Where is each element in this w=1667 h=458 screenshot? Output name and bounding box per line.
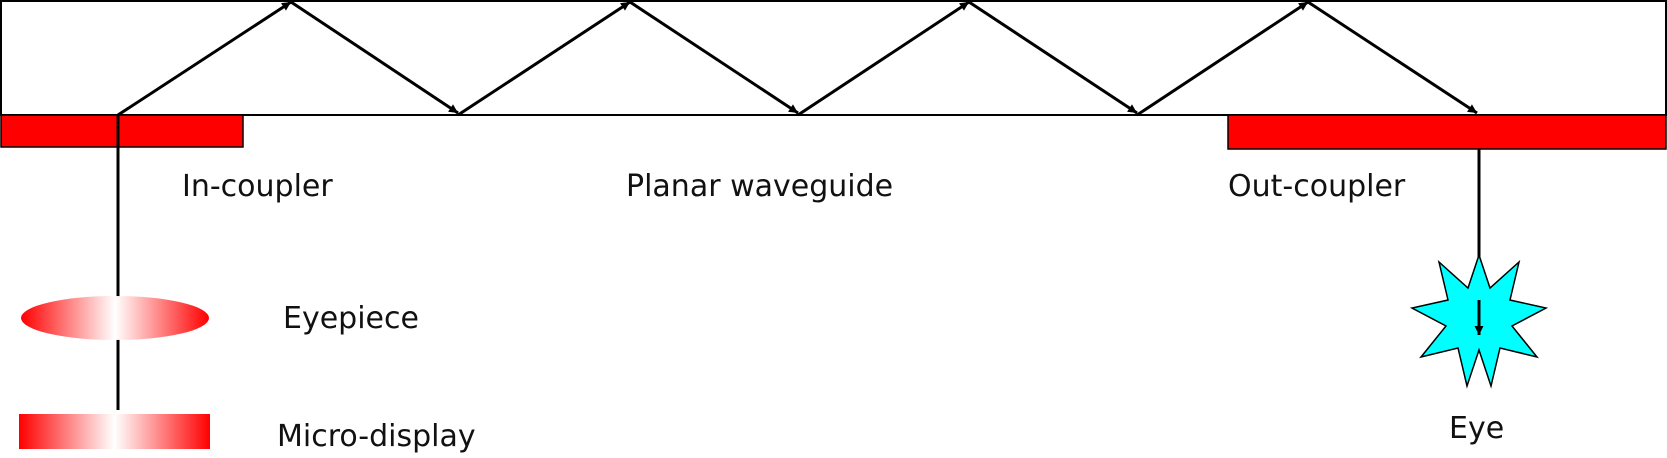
zigzag-rays bbox=[117, 0, 1478, 117]
eyepiece-label: Eyepiece bbox=[283, 301, 419, 336]
micro-display bbox=[19, 414, 210, 449]
ray-segment bbox=[1307, 0, 1478, 115]
eye-label: Eye bbox=[1449, 411, 1504, 446]
in-coupler-label: In-coupler bbox=[182, 169, 333, 204]
ray-segment bbox=[1136, 0, 1309, 117]
ray-segment bbox=[968, 0, 1138, 115]
in-coupler bbox=[0, 114, 244, 148]
out-coupler-label: Out-coupler bbox=[1228, 169, 1406, 204]
eyepiece-lens bbox=[21, 296, 209, 340]
planar-waveguide-label: Planar waveguide bbox=[626, 169, 893, 204]
out-coupler bbox=[1227, 114, 1667, 150]
ray-segment bbox=[117, 0, 292, 117]
ray-segment bbox=[629, 0, 799, 115]
ray-segment bbox=[797, 0, 970, 117]
ray-segment bbox=[290, 0, 459, 115]
micro-display-label: Micro-display bbox=[277, 419, 476, 454]
planar-waveguide bbox=[0, 0, 1667, 116]
ray-segment bbox=[457, 0, 631, 117]
